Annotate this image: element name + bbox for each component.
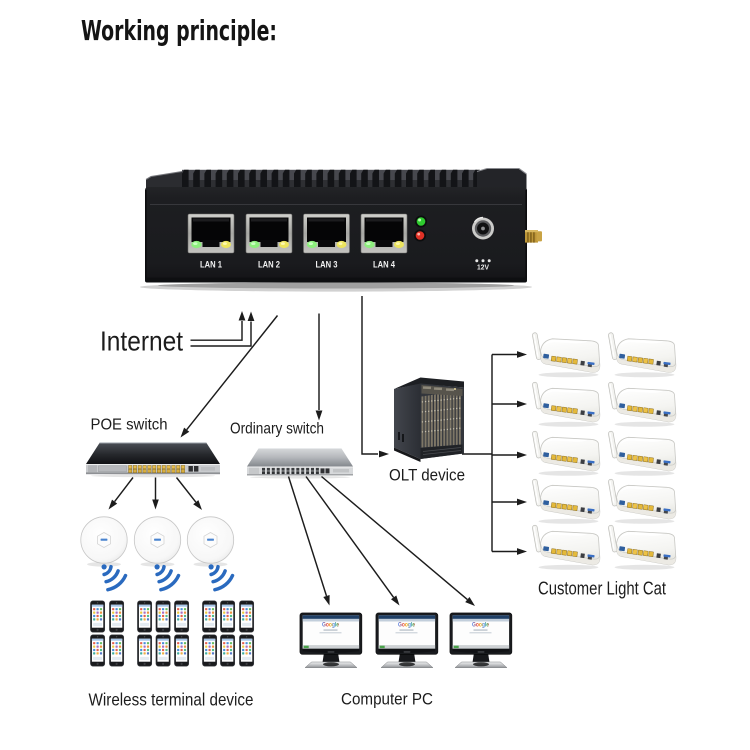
access-point xyxy=(134,517,180,567)
customer-router xyxy=(532,479,600,524)
customer-router xyxy=(608,332,676,377)
poe-switch-device xyxy=(86,442,220,478)
lan-port: LAN 3 xyxy=(303,213,350,271)
computer-monitor: Google xyxy=(450,613,512,668)
connector-line xyxy=(305,476,395,598)
arrowhead-icon xyxy=(517,351,527,358)
connector-lines xyxy=(108,296,527,606)
arrowhead-icon xyxy=(180,427,190,438)
lan-port: LAN 2 xyxy=(245,213,293,271)
connector-line xyxy=(175,477,197,503)
access-point xyxy=(187,517,233,567)
connector-line xyxy=(462,354,493,552)
mini-router-device: LAN 1 LAN 2 LAN 3 xyxy=(140,167,542,292)
customer-router xyxy=(532,525,600,570)
arrowhead-icon xyxy=(517,498,527,506)
smartphone xyxy=(137,635,151,666)
customer-router xyxy=(608,431,676,476)
monitor-screen-logo: Google xyxy=(472,622,489,629)
smartphone xyxy=(239,601,253,632)
computer-monitor: Google xyxy=(300,613,362,668)
label-ordinary-switch: Ordinary switch xyxy=(230,421,324,438)
arrowhead-icon xyxy=(315,410,323,421)
arrowhead-icon xyxy=(193,500,202,510)
label-internet: Internet xyxy=(100,326,183,357)
smartphone xyxy=(156,635,170,666)
power-label: 12V xyxy=(475,259,491,272)
smartphone xyxy=(90,601,104,632)
lan-port: LAN 1 xyxy=(187,213,235,271)
smartphone xyxy=(239,635,253,666)
heatsink-fins xyxy=(145,167,527,188)
label-customer-light-cat: Customer Light Cat xyxy=(538,579,666,599)
label-poe-switch: POE switch xyxy=(91,417,168,434)
page-title: Working principle: xyxy=(81,15,277,47)
dc-power-jack xyxy=(472,216,494,240)
smartphone xyxy=(90,635,104,666)
wifi-icons xyxy=(102,564,233,589)
customer-router xyxy=(608,525,676,570)
smartphone xyxy=(202,635,216,666)
wifi-signal-icon xyxy=(155,564,179,589)
label-computer-pc: Computer PC xyxy=(341,691,433,709)
arrowhead-icon xyxy=(465,597,475,606)
arrowhead-icon xyxy=(517,548,527,555)
label-wireless-terminal-device: Wireless terminal device xyxy=(89,690,254,710)
monitors: Google Google Google xyxy=(300,613,512,668)
status-leds xyxy=(414,215,427,242)
connector-line xyxy=(287,476,328,597)
smartphone xyxy=(174,635,188,666)
arrowhead-icon xyxy=(391,595,400,606)
customer-router xyxy=(532,382,600,427)
wifi-signal-icon xyxy=(102,564,126,589)
connector-line xyxy=(190,321,252,347)
lan-port-label: LAN 2 xyxy=(258,260,280,271)
connector-line xyxy=(361,296,378,455)
arrowhead-icon xyxy=(517,451,527,459)
ordinary-switch-device xyxy=(247,448,353,479)
lan-port-label: LAN 1 xyxy=(200,260,223,271)
connector-line xyxy=(321,475,468,601)
smartphone xyxy=(137,601,151,632)
monitor-screen-logo: Google xyxy=(398,622,415,629)
arrowhead-icon xyxy=(379,450,389,458)
connector-line xyxy=(186,315,279,431)
antenna-connector xyxy=(525,230,542,243)
arrowhead-icon xyxy=(238,311,246,321)
customer-router xyxy=(608,479,676,524)
olt-device-illustration xyxy=(394,377,464,462)
smartphone xyxy=(156,601,170,632)
smartphone xyxy=(174,601,188,632)
arrowhead-icon xyxy=(152,499,159,510)
smartphone xyxy=(109,635,123,666)
access-point xyxy=(81,517,127,567)
customer-router xyxy=(532,332,600,377)
label-olt-device: OLT device xyxy=(389,467,465,485)
lan-port-label: LAN 4 xyxy=(373,260,396,271)
svg-text:12V: 12V xyxy=(477,265,489,272)
smartphone xyxy=(220,601,234,632)
arrowhead-icon xyxy=(517,400,527,408)
connector-line xyxy=(114,477,134,503)
smartphone xyxy=(220,635,234,666)
connector-line xyxy=(190,321,243,341)
arrowhead-icon xyxy=(108,499,118,510)
customer-routers xyxy=(532,332,676,569)
arrowhead-icon xyxy=(323,595,330,606)
smartphone xyxy=(109,601,123,632)
computer-monitor: Google xyxy=(376,613,438,668)
customer-router xyxy=(608,382,676,427)
arrowhead-icon xyxy=(247,311,255,321)
access-points xyxy=(81,517,234,567)
customer-router xyxy=(532,431,600,476)
phone-groups xyxy=(90,601,253,666)
lan-port-label: LAN 3 xyxy=(316,260,338,271)
smartphone xyxy=(202,601,216,632)
monitor-screen-logo: Google xyxy=(322,622,339,629)
wifi-signal-icon xyxy=(209,564,233,589)
lan-port: LAN 4 xyxy=(360,213,408,271)
